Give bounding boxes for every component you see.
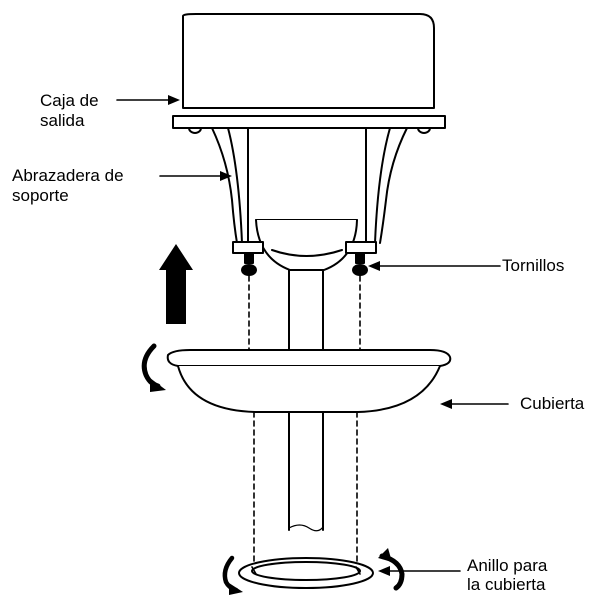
label-bracket-line1: Abrazadera de [12,166,124,185]
alignment-lines [248,275,361,569]
leader-canopy [440,399,509,409]
mounting-plate [172,115,446,134]
label-ring-line1: Anillo para [467,556,548,575]
rotate-arrow-icon-canopy [141,343,166,392]
label-screws: Tornillos [502,256,565,275]
downrod-cup [255,219,358,271]
downrod [288,269,324,532]
up-arrow-icon [159,244,193,324]
canopy [166,349,452,413]
leader-bracket [159,171,232,181]
screw-left [232,241,264,276]
leader-outlet-box [116,95,180,105]
mounting-bracket [211,127,408,244]
rotate-arrow-icon-ring-left [222,555,243,595]
rotate-arrow-icon-ring-right [378,548,405,591]
label-ring-line2: la cubierta [467,575,546,594]
leader-ring [378,566,461,576]
label-outlet-box-line1: Caja de [40,91,99,110]
label-outlet-box-line2: salida [40,111,85,130]
canopy-ring [238,557,374,589]
label-bracket-line2: soporte [12,186,69,205]
leader-screws [368,261,501,271]
outlet-box [182,13,435,109]
screw-right [345,241,377,276]
label-canopy: Cubierta [520,394,585,413]
